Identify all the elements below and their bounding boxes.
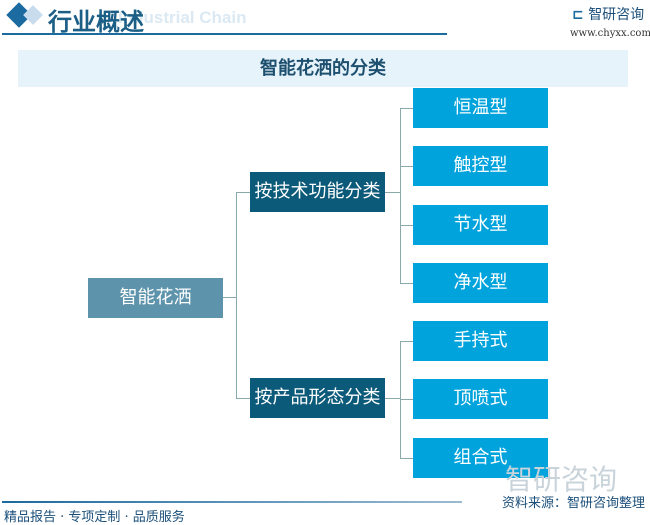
leaf-node: 顶喷式 bbox=[413, 379, 548, 419]
header-divider bbox=[2, 33, 447, 35]
footer-divider bbox=[2, 501, 462, 503]
footer-slogan: 精品报告 · 专项定制 · 品质服务 bbox=[4, 510, 185, 525]
watermark: 智研咨询 bbox=[505, 463, 618, 496]
connector bbox=[400, 341, 413, 342]
website-url: www.chyxx.com bbox=[570, 28, 650, 39]
logo-text: 智研咨询 bbox=[588, 7, 645, 23]
connector bbox=[385, 398, 400, 399]
root-node: 智能花洒 bbox=[88, 278, 223, 318]
diagram-title: 智能花洒的分类 bbox=[18, 50, 628, 87]
header-subtitle: Industrial Chain bbox=[118, 8, 247, 27]
connector bbox=[400, 283, 413, 284]
header-title: 行业概述 bbox=[48, 8, 144, 36]
connector bbox=[385, 192, 400, 193]
connector bbox=[222, 297, 236, 298]
source-note: 资料来源：智研咨询整理 bbox=[502, 496, 646, 511]
leaf-node: 节水型 bbox=[413, 205, 548, 245]
diamond-icon bbox=[23, 5, 43, 25]
branch-node-form: 按产品形态分类 bbox=[250, 378, 385, 418]
connector bbox=[400, 399, 413, 400]
leaf-node: 触控型 bbox=[413, 146, 548, 186]
connector bbox=[400, 108, 413, 109]
connector bbox=[236, 398, 250, 399]
leaf-node: 净水型 bbox=[413, 263, 548, 303]
connector bbox=[400, 166, 413, 167]
leaf-node: 组合式 bbox=[413, 438, 548, 478]
leaf-node: 恒温型 bbox=[413, 88, 548, 128]
connector bbox=[236, 192, 250, 193]
connector bbox=[236, 192, 237, 398]
logo-icon: ⊏ bbox=[572, 7, 584, 23]
logo: ⊏ 智研咨询 bbox=[572, 4, 644, 24]
connector bbox=[400, 108, 401, 283]
leaf-node: 手持式 bbox=[413, 321, 548, 361]
connector bbox=[400, 225, 413, 226]
branch-node-function: 按技术功能分类 bbox=[250, 172, 385, 212]
connector bbox=[400, 458, 413, 459]
